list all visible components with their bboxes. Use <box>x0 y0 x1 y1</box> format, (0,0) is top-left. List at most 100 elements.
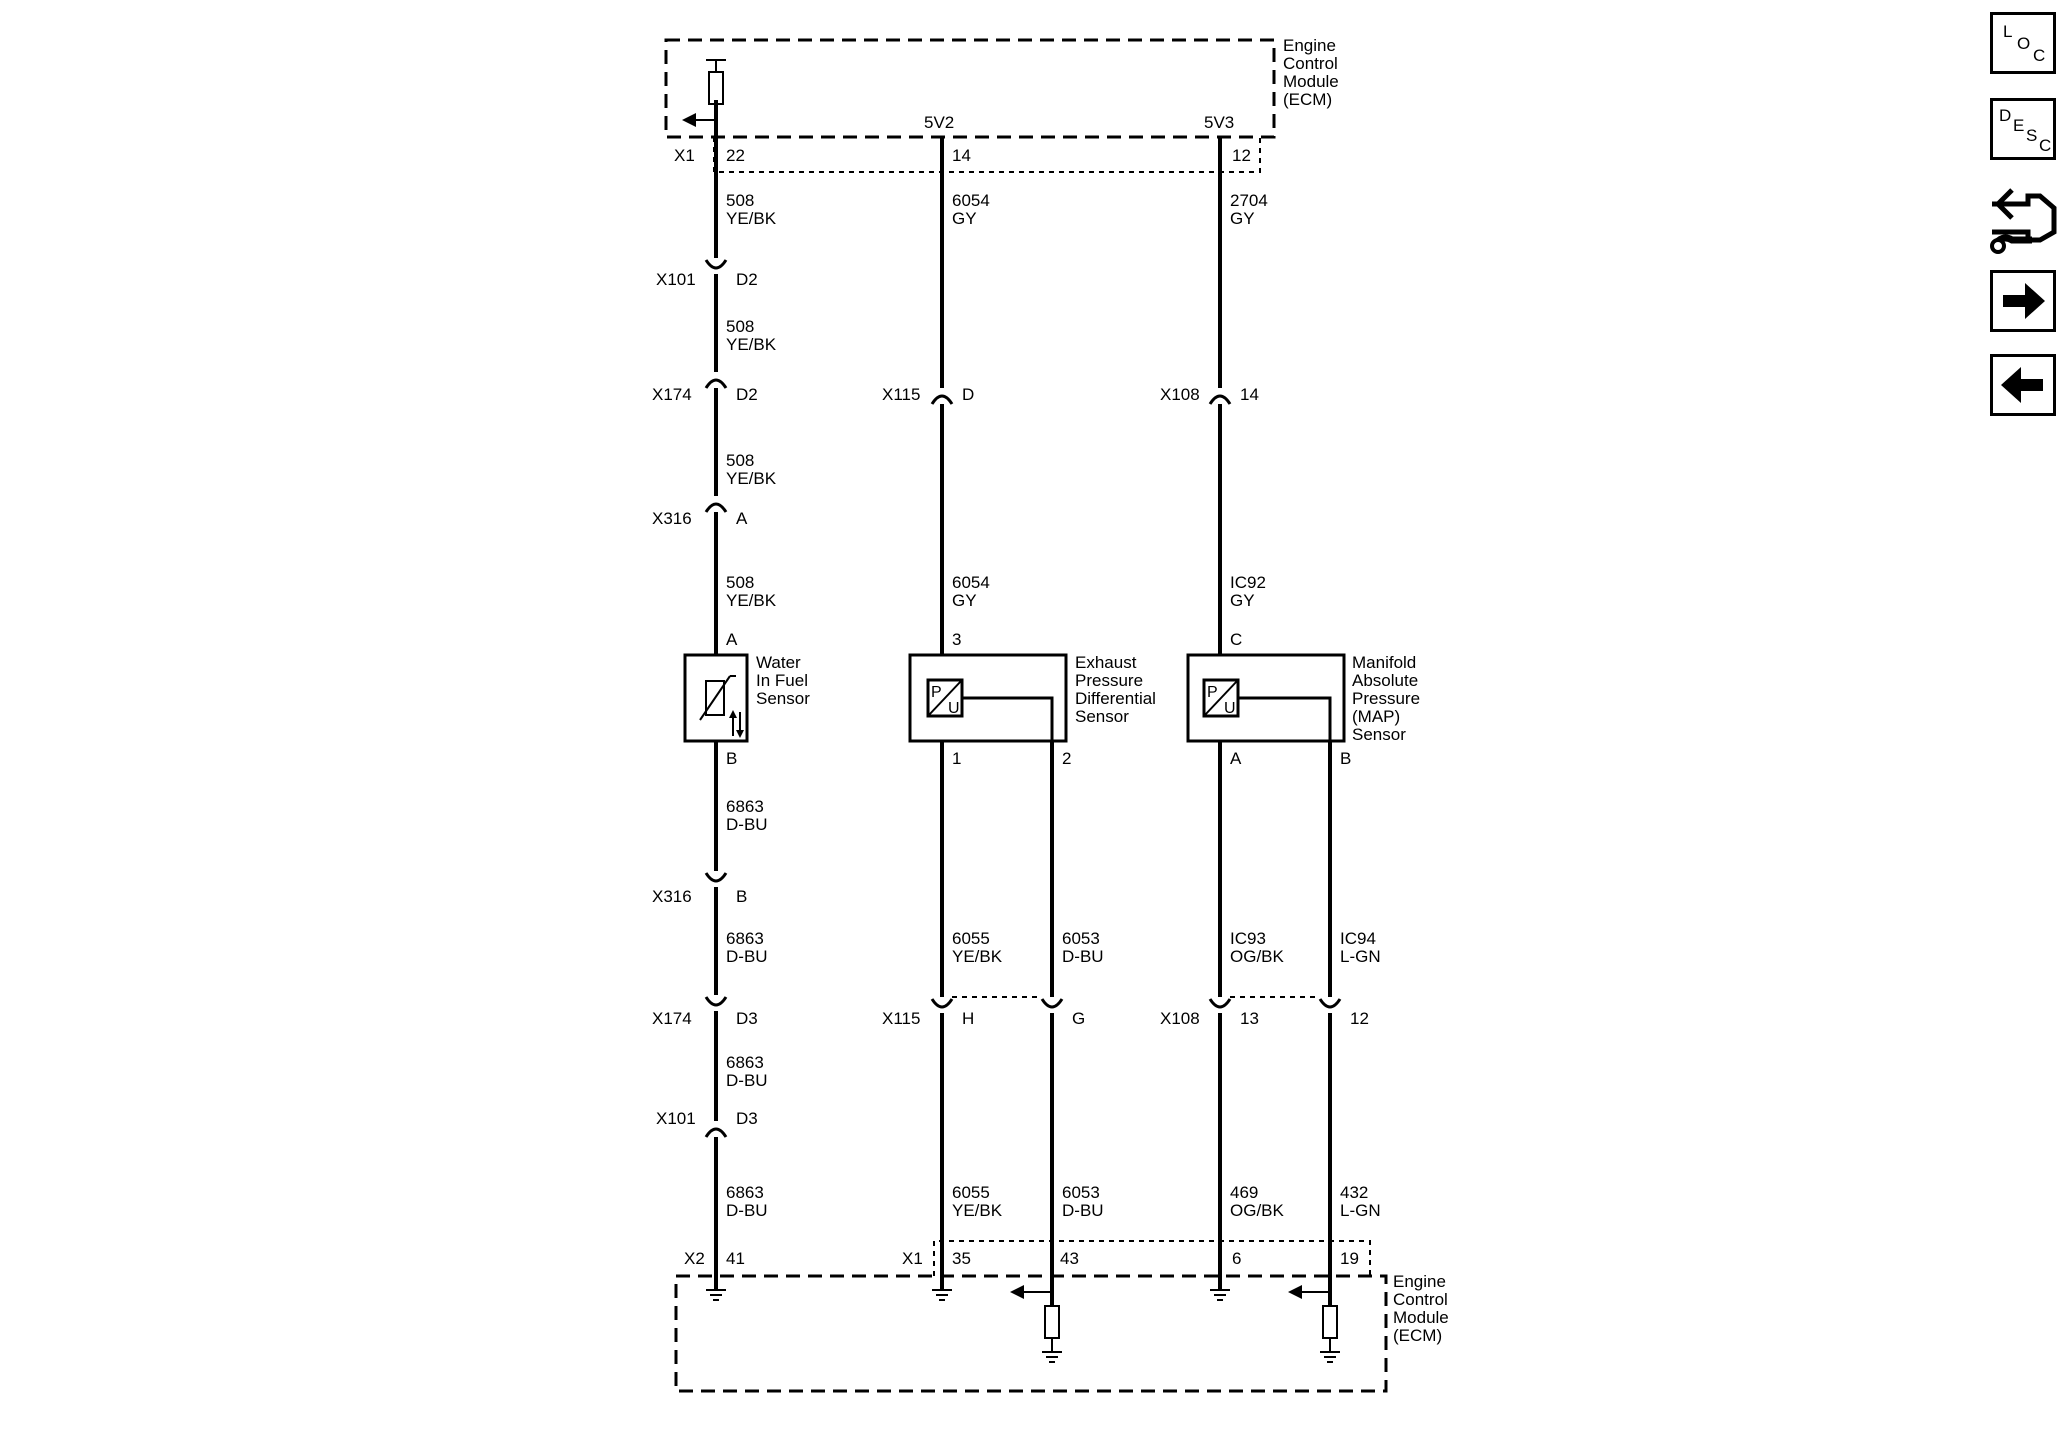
next-button[interactable] <box>1990 270 2056 332</box>
sensor-pin: A <box>726 630 738 649</box>
repair-procedure-button[interactable] <box>1988 176 2060 258</box>
connector-label: X101 <box>656 270 696 289</box>
desc-letter: C <box>2039 136 2052 155</box>
wire-label: 6053 <box>1062 929 1100 948</box>
wire-label: 6054 <box>952 191 990 210</box>
supply-5v2: 5V2 <box>924 113 954 132</box>
wire-label: IC94 <box>1340 929 1376 948</box>
connector-label: X316 <box>652 509 692 528</box>
wire-label: 6053 <box>1062 1183 1100 1202</box>
wire-label: L-GN <box>1340 947 1381 966</box>
location-button[interactable]: L O C <box>1990 12 2056 74</box>
wire-label: GY <box>952 591 977 610</box>
wire-label: 469 <box>1230 1183 1258 1202</box>
sensor-label: In Fuel <box>756 671 808 690</box>
connector-pin: 13 <box>1240 1009 1259 1028</box>
bottom-pin-43: 43 <box>1060 1249 1079 1268</box>
wire-label: IC92 <box>1230 573 1266 592</box>
top-pin-12: 12 <box>1232 146 1251 165</box>
top-ecm-label-2: Control <box>1283 54 1338 73</box>
sensor-pin: A <box>1230 749 1242 768</box>
wire-label: GY <box>1230 209 1255 228</box>
wire-label: OG/BK <box>1230 1201 1285 1220</box>
connector-pin: 14 <box>1240 385 1259 404</box>
connector-pin: D2 <box>736 270 758 289</box>
bottom-ecm-label-1: Engine <box>1393 1272 1446 1291</box>
desc-letter: D <box>1999 106 2012 125</box>
wire-label: D-BU <box>726 1071 768 1090</box>
pressure-symbol-u: U <box>1224 700 1236 717</box>
wire-label: 508 <box>726 191 754 210</box>
sensor-label: Manifold <box>1352 653 1416 672</box>
sensor-label: Exhaust <box>1075 653 1137 672</box>
sensor-pin: C <box>1230 630 1242 649</box>
wire-label: 432 <box>1340 1183 1368 1202</box>
connector-pin: 12 <box>1350 1009 1369 1028</box>
top-pin-22: 22 <box>726 146 745 165</box>
connector-pin: D3 <box>736 1109 758 1128</box>
sensor-label: Pressure <box>1075 671 1143 690</box>
connector-label: X108 <box>1160 385 1200 404</box>
wire-label: 508 <box>726 317 754 336</box>
loc-letter: C <box>2033 46 2046 65</box>
wire-label: 2704 <box>1230 191 1268 210</box>
bottom-pin-6: 6 <box>1232 1249 1241 1268</box>
sensor-label: Sensor <box>1075 707 1129 726</box>
bottom-connector-x2: X2 <box>684 1249 705 1268</box>
top-ecm-label-4: (ECM) <box>1283 90 1332 109</box>
desc-letter: S <box>2026 126 2038 145</box>
wire-label: YE/BK <box>726 209 777 228</box>
wire-label: D-BU <box>726 947 768 966</box>
wire-label: 6863 <box>726 1183 764 1202</box>
connector-label: X108 <box>1160 1009 1200 1028</box>
connector-label: X115 <box>882 385 920 404</box>
top-ecm-label-3: Module <box>1283 72 1339 91</box>
map-sensor: C P U Manifold Absolute Pressure (MAP) S… <box>1186 630 1420 768</box>
wire-label: IC93 <box>1230 929 1266 948</box>
sensor-label: Differential <box>1075 689 1156 708</box>
connector-label: X316 <box>652 887 692 906</box>
wire-label: 6054 <box>952 573 990 592</box>
bottom-ecm-label-2: Control <box>1393 1290 1448 1309</box>
wire-label: 6863 <box>726 929 764 948</box>
wire-label: 6055 <box>952 929 990 948</box>
bottom-ecm-label-4: (ECM) <box>1393 1326 1442 1345</box>
wire-label: D-BU <box>1062 1201 1104 1220</box>
sensor-pin: B <box>726 749 737 768</box>
bottom-ecm-module: Engine Control Module (ECM) X2 X1 41 35 … <box>674 1240 1449 1393</box>
wire-label: L-GN <box>1340 1201 1381 1220</box>
previous-button[interactable] <box>1990 354 2056 416</box>
ground-symbol <box>1210 1289 1230 1301</box>
wire-label: YE/BK <box>726 591 777 610</box>
sensor-label: Water <box>756 653 801 672</box>
connector-label: X115 <box>882 1009 920 1028</box>
exhaust-pressure-differential-sensor: 3 P U Exhaust Pressure Differential Sens… <box>908 630 1156 768</box>
wire-label: YE/BK <box>726 469 777 488</box>
description-button[interactable]: D E S C <box>1990 98 2056 160</box>
ground-symbol <box>932 1289 952 1301</box>
wire-label: D-BU <box>726 1201 768 1220</box>
bottom-connector-x1: X1 <box>902 1249 923 1268</box>
ecm-internal-resistor <box>1010 1285 1062 1363</box>
connector-pin: D2 <box>736 385 758 404</box>
sensor-label: Sensor <box>1352 725 1406 744</box>
bottom-ecm-label-3: Module <box>1393 1308 1449 1327</box>
wire-label: 508 <box>726 451 754 470</box>
connector-pin: D3 <box>736 1009 758 1028</box>
connector-pin: D <box>962 385 974 404</box>
wrench-connector-icon <box>1990 188 2057 254</box>
circuit-map-sensor: 2704 GY X108 14 IC92 GY C P U Manifold A… <box>1160 137 1420 1306</box>
connector-pin: G <box>1072 1009 1085 1028</box>
sensor-label: Sensor <box>756 689 810 708</box>
wire-label: OG/BK <box>1230 947 1285 966</box>
sensor-label: (MAP) <box>1352 707 1400 726</box>
wire-label: GY <box>952 209 977 228</box>
pressure-symbol-p: P <box>931 684 942 701</box>
pressure-symbol-u: U <box>948 700 960 717</box>
circuit-exhaust-pressure: 6054 GY X115 D 6054 GY 3 P U Exhaust Pre… <box>882 137 1156 1306</box>
pressure-symbol-p: P <box>1207 684 1218 701</box>
connector-label: X174 <box>652 385 692 404</box>
wire-label: GY <box>1230 591 1255 610</box>
arrow-right-icon <box>2003 283 2045 319</box>
loc-letter: O <box>2017 34 2031 53</box>
